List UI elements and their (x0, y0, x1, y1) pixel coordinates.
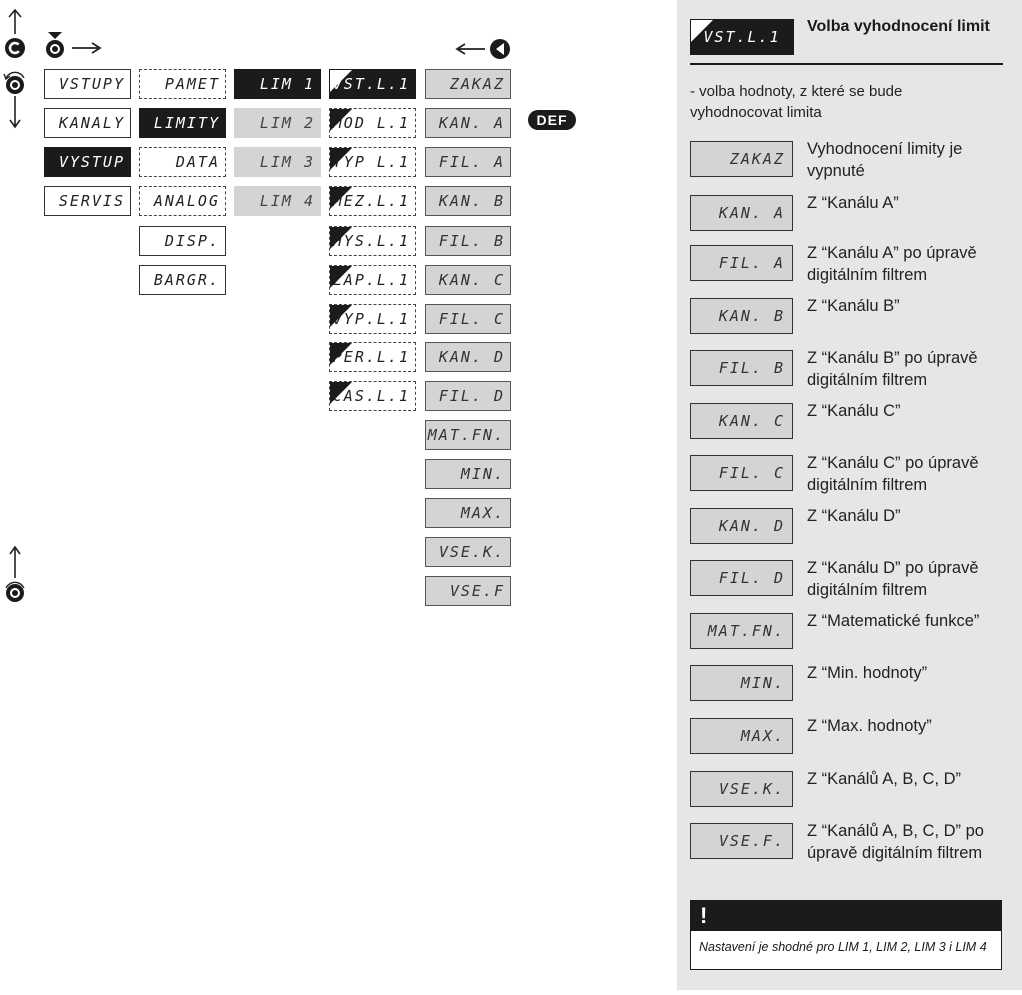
option-code-display: KAN. D (690, 508, 793, 544)
menu-item-vystup[interactable]: VYSTUP (44, 147, 131, 177)
option-code-display: KAN. C (690, 403, 793, 439)
option-description: Z “Min. hodnoty” (807, 664, 928, 682)
rotary-knob-up-icon[interactable] (2, 544, 28, 606)
option-description: Z “Kanálu A” (807, 194, 899, 212)
option-code-display: FIL. B (690, 350, 793, 386)
option-code-display: MIN. (690, 665, 793, 701)
menu-item-lim-3[interactable]: LIM 3 (234, 147, 321, 177)
option-code-display: MAX. (690, 718, 793, 754)
option-fil-a[interactable]: FIL. A (425, 147, 511, 177)
option-fil-b[interactable]: FIL. B (425, 226, 511, 256)
escape-c-button-icon[interactable] (4, 37, 26, 59)
panel-header-title: Volba vyhodnocení limit (807, 18, 990, 35)
option-vse-f[interactable]: VSE.F (425, 576, 511, 606)
option-min[interactable]: MIN. (425, 459, 511, 489)
option-fil-c[interactable]: FIL. C (425, 304, 511, 334)
menu-item-lim-1[interactable]: LIM 1 (234, 69, 321, 99)
up-arrow-icon (8, 8, 22, 34)
menu-item-disp[interactable]: DISP. (139, 226, 226, 256)
menu-item-lim-2[interactable]: LIM 2 (234, 108, 321, 138)
menu-item-hys-l1[interactable]: HYS.L.1 (329, 226, 416, 256)
option-code-display: FIL. D (690, 560, 793, 596)
panel-header-rule (690, 63, 1003, 65)
option-code-display: KAN. A (690, 195, 793, 231)
note-box: ! Nastavení je shodné pro LIM 1, LIM 2, … (690, 900, 1002, 970)
menu-item-cas-l1[interactable]: CAS.L.1 (329, 381, 416, 411)
option-description: Z “Kanálu A” po úpravě digitálním filtre… (807, 244, 977, 284)
option-description: Z “Kanálu B” (807, 297, 900, 315)
menu-item-kanaly[interactable]: KANALY (44, 108, 131, 138)
default-badge: DEF (528, 110, 576, 130)
menu-item-pamet[interactable]: PAMET (139, 69, 226, 99)
panel-intro-text: - volba hodnoty, z které se bude vyhodno… (690, 83, 903, 121)
option-description: Z “Kanálů A, B, C, D” (807, 770, 962, 788)
menu-item-lim-4[interactable]: LIM 4 (234, 186, 321, 216)
menu-item-vyp-l1[interactable]: VYP.L.1 (329, 304, 416, 334)
option-vse-k[interactable]: VSE.K. (425, 537, 511, 567)
menu-item-data[interactable]: DATA (139, 147, 226, 177)
option-code-display: VSE.F. (690, 823, 793, 859)
option-kan-c[interactable]: KAN. C (425, 265, 511, 295)
menu-item-limity[interactable]: LIMITY (139, 108, 226, 138)
panel-header-code: VST.L.1 (690, 19, 794, 55)
menu-item-typ-l1[interactable]: TYP L.1 (329, 147, 416, 177)
option-kan-a[interactable]: KAN. A (425, 108, 511, 138)
option-code-display: VSE.K. (690, 771, 793, 807)
option-kan-b[interactable]: KAN. B (425, 186, 511, 216)
option-max[interactable]: MAX. (425, 498, 511, 528)
option-kan-d[interactable]: KAN. D (425, 342, 511, 372)
back-left-button-icon[interactable] (455, 38, 515, 60)
option-description: Vyhodnocení limity je vypnuté (807, 140, 963, 180)
note-text: Nastavení je shodné pro LIM 1, LIM 2, LI… (699, 940, 987, 954)
option-description: Z “Kanálu D” po úpravě digitálním filtre… (807, 559, 979, 599)
option-code-display: FIL. C (690, 455, 793, 491)
menu-item-vst-l1[interactable]: VST.L.1 (329, 69, 416, 99)
menu-item-servis[interactable]: SERVIS (44, 186, 131, 216)
option-description: Z “Kanálu D” (807, 507, 901, 525)
menu-item-mod-l1[interactable]: MOD L.1 (329, 108, 416, 138)
option-description: Z “Kanálů A, B, C, D” po úpravě digitáln… (807, 822, 984, 862)
menu-item-per-l1[interactable]: PER.L.1 (329, 342, 416, 372)
rotary-knob-press-icon[interactable] (44, 30, 104, 60)
option-code-display: FIL. A (690, 245, 793, 281)
note-header: ! (691, 901, 1001, 931)
option-mat-fn[interactable]: MAT.FN. (425, 420, 511, 450)
menu-item-mez-l1[interactable]: MEZ.L.1 (329, 186, 416, 216)
menu-item-bargr[interactable]: BARGR. (139, 265, 226, 295)
menu-item-analog[interactable]: ANALOG (139, 186, 226, 216)
option-description: Z “Kanálu C” po úpravě digitálním filtre… (807, 454, 979, 494)
option-code-display: KAN. B (690, 298, 793, 334)
menu-item-zap-l1[interactable]: ZAP.L.1 (329, 265, 416, 295)
option-fil-d[interactable]: FIL. D (425, 381, 511, 411)
option-description: Z “Matematické funkce” (807, 612, 980, 630)
option-zakaz[interactable]: ZAKAZ (425, 69, 511, 99)
rotary-knob-rotate-icon[interactable] (2, 68, 28, 130)
option-description: Z “Kanálu B” po úpravě digitálním filtre… (807, 349, 978, 389)
option-code-display: MAT.FN. (690, 613, 793, 649)
option-description: Z “Kanálu C” (807, 402, 901, 420)
option-description: Z “Max. hodnoty” (807, 717, 932, 735)
menu-item-vstupy[interactable]: VSTUPY (44, 69, 131, 99)
option-code-display: ZAKAZ (690, 141, 793, 177)
